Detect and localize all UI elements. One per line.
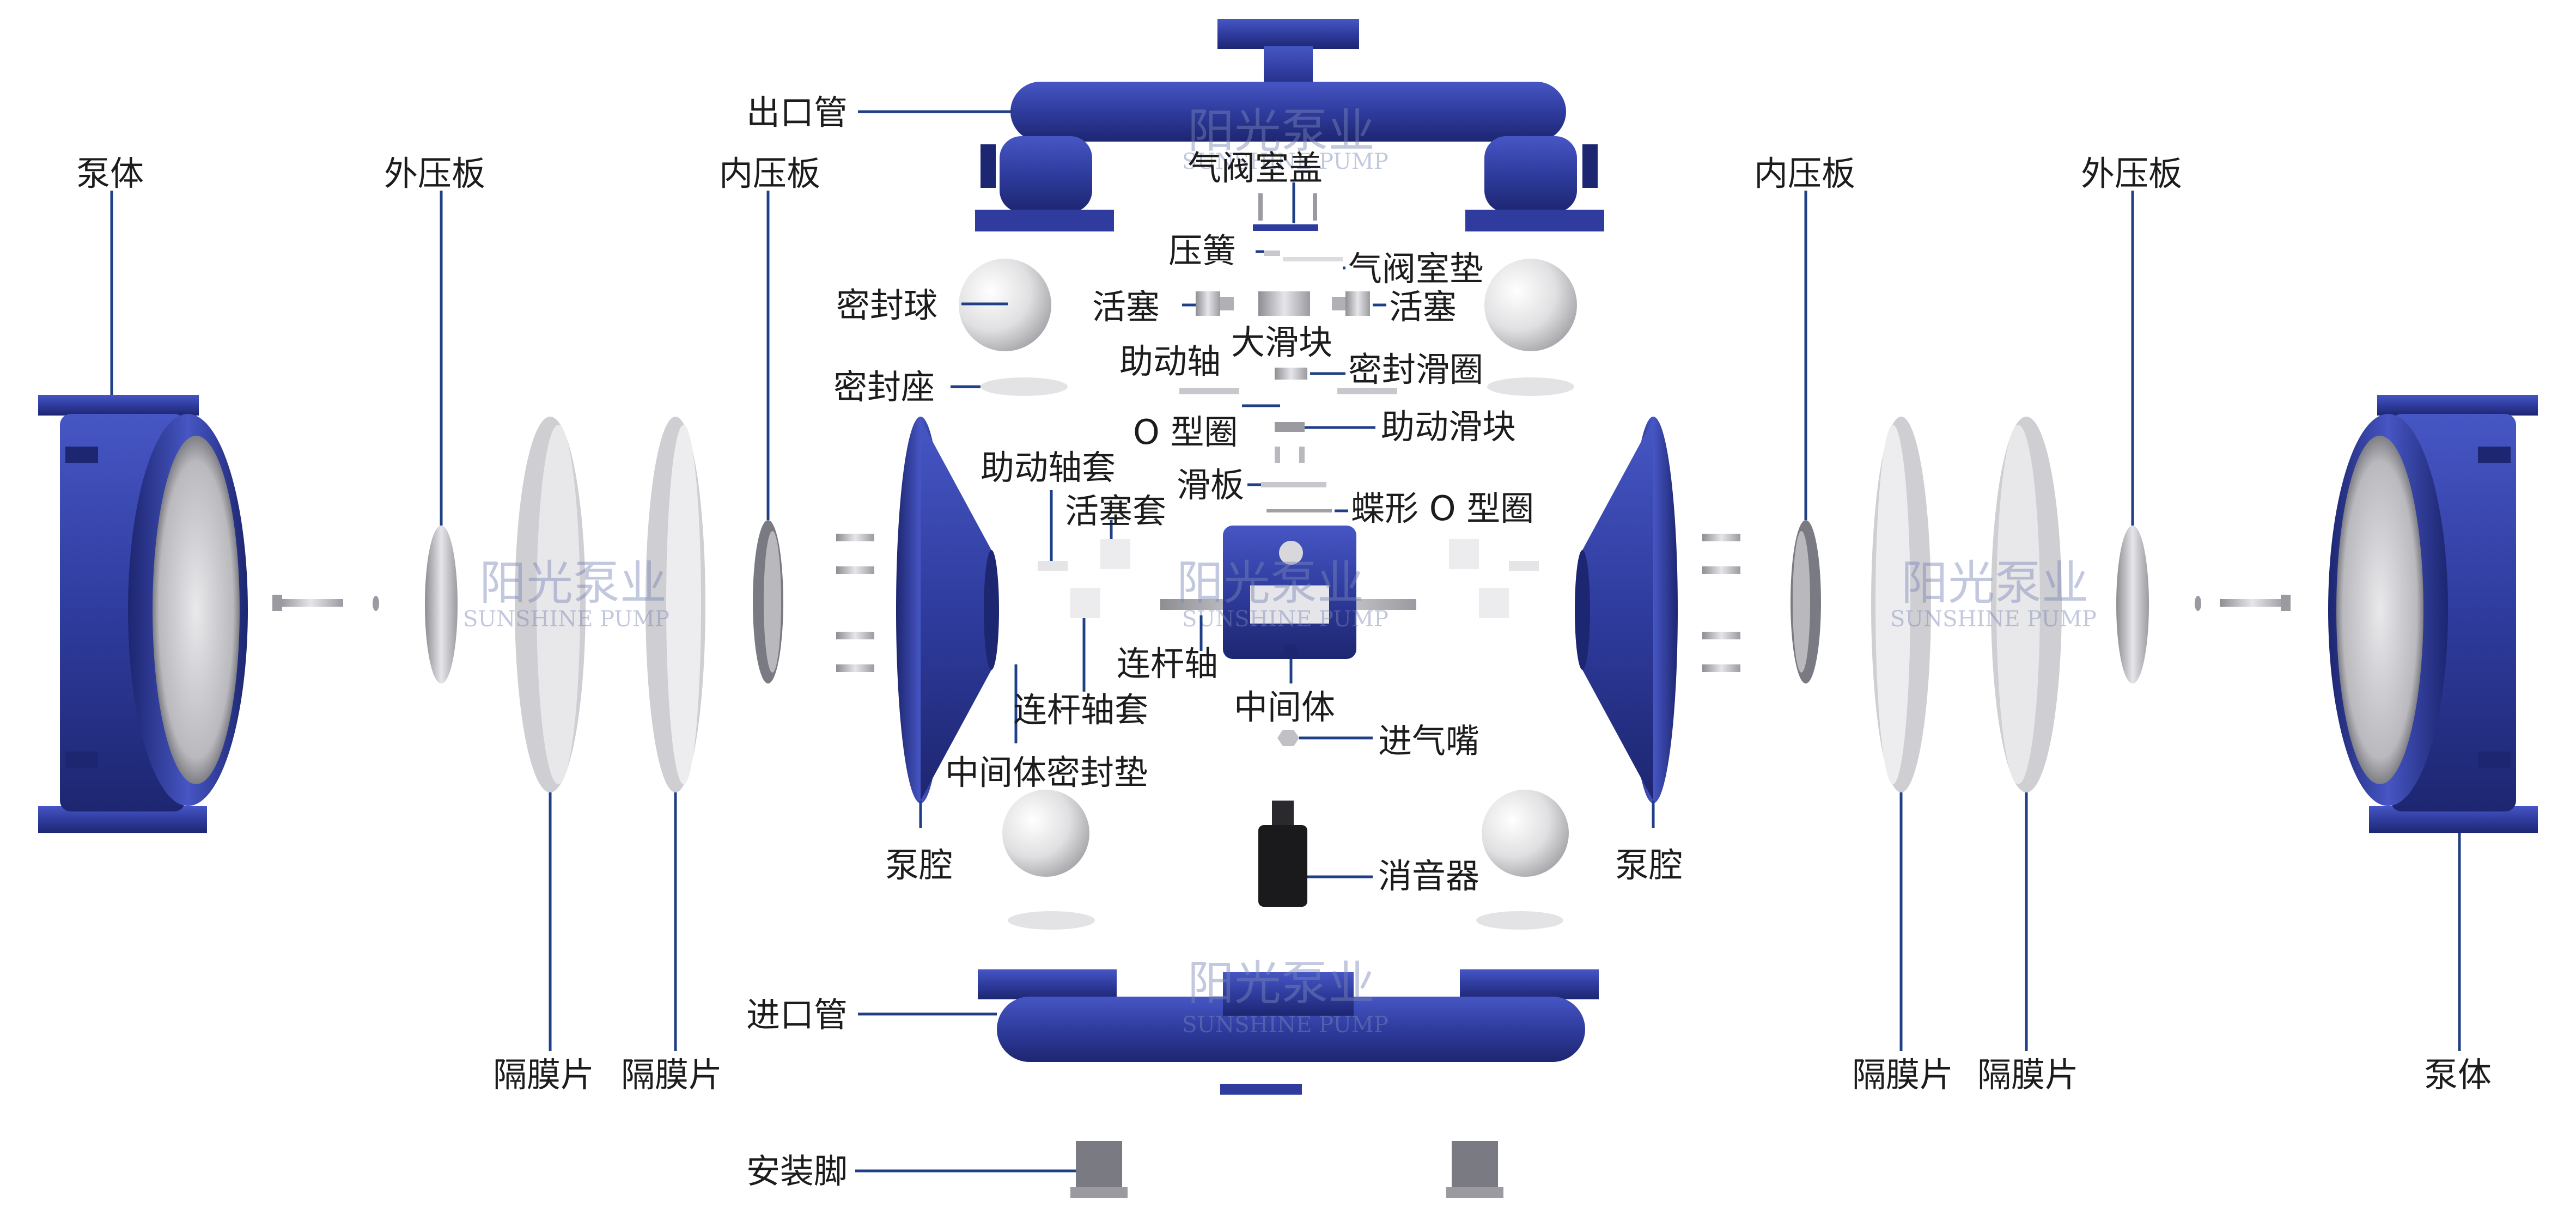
label-spring: 压簧 — [1168, 231, 1236, 271]
label-diaphragm-1: 隔膜片 — [493, 1055, 594, 1095]
label-diaphragm-3: 隔膜片 — [1852, 1055, 1953, 1095]
diaphragm-right-1-part — [1871, 417, 1931, 792]
seal-seat-bottom-left — [1008, 911, 1095, 930]
label-o-ring: O 型圈 — [1133, 412, 1238, 452]
label-piston-right: 活塞 — [1389, 287, 1457, 327]
piston-left-part — [1196, 291, 1234, 316]
seal-seat-top-left — [981, 377, 1068, 396]
seal-seat-top-right — [1487, 377, 1574, 396]
watermark-en-center: SUNSHINE PUMP — [1182, 607, 1389, 632]
assist-sleeve-left — [1038, 561, 1068, 571]
inlet-pipe-part — [978, 969, 1599, 1095]
label-outer-plate-left: 外压板 — [384, 154, 485, 193]
pump-chamber-left-part — [896, 417, 999, 803]
watermark-cn-left: 阳光泵业 — [479, 556, 667, 610]
label-seal-ball: 密封球 — [836, 285, 937, 325]
label-center-body: 中间体 — [1234, 687, 1335, 727]
inner-plate-right-part — [1791, 520, 1821, 683]
watermark-en-bottom: SUNSHINE PUMP — [1182, 1012, 1389, 1037]
label-diaphragm-2: 隔膜片 — [621, 1055, 722, 1095]
diaphragm-left-1-part — [515, 417, 586, 792]
piston-sleeve-right — [1449, 539, 1479, 569]
rod-sleeve-right — [1479, 588, 1509, 618]
label-inner-plate-left: 内压板 — [719, 154, 820, 193]
assist-shaft-right — [1337, 388, 1397, 394]
label-mount-foot: 安装脚 — [746, 1151, 848, 1191]
valve-cover-part — [1253, 193, 1318, 231]
label-pump-chamber-left: 泵腔 — [885, 845, 953, 885]
bolt-left — [272, 595, 379, 611]
diaphragm-left-2-part — [645, 417, 705, 792]
watermark-cn-top: 阳光泵业 — [1187, 104, 1375, 158]
label-inner-plate-right: 内压板 — [1754, 154, 1855, 193]
inner-plate-left-part — [753, 520, 783, 683]
pump-body-left-part — [38, 395, 248, 833]
bolt-right — [2195, 595, 2291, 611]
label-air-inlet: 进气嘴 — [1378, 721, 1479, 761]
label-valve-gasket: 气阀室垫 — [1348, 249, 1483, 289]
pump-body-right-part — [2328, 395, 2538, 833]
label-assist-sleeve: 助动轴套 — [981, 448, 1116, 487]
label-center-gasket: 中间体密封垫 — [945, 753, 1148, 792]
label-valve-cover: 气阀室盖 — [1187, 148, 1323, 188]
mount-foot-right — [1446, 1141, 1503, 1198]
label-pump-body-left: 泵体 — [76, 154, 144, 193]
label-muffler: 消音器 — [1378, 856, 1479, 896]
label-big-slider: 大滑块 — [1231, 322, 1332, 362]
label-seal-seat: 密封座 — [833, 367, 935, 407]
muffler-part — [1258, 801, 1307, 907]
chamber-bolts-left — [836, 534, 874, 672]
seal-ball-bottom-left — [1002, 790, 1089, 877]
label-piston-left: 活塞 — [1092, 287, 1160, 327]
piston-sleeve-left — [1100, 539, 1130, 569]
label-piston-sleeve: 活塞套 — [1065, 491, 1166, 531]
watermark-cn-right: 阳光泵业 — [1901, 556, 2088, 610]
seal-seat-bottom-right — [1476, 911, 1563, 930]
watermark-en-top: SUNSHINE PUMP — [1182, 149, 1389, 174]
label-diaphragm-4: 隔膜片 — [1977, 1055, 2079, 1095]
outer-plate-left-part — [425, 526, 458, 683]
label-outer-plate-right: 外压板 — [2081, 154, 2182, 193]
label-slide-plate: 滑板 — [1177, 465, 1244, 505]
big-slider-part — [1258, 291, 1310, 316]
label-rod-shaft: 连杆轴 — [1117, 644, 1218, 683]
label-pump-body-right: 泵体 — [2424, 1055, 2492, 1095]
assist-slider-part — [1275, 422, 1305, 463]
watermark-cn-center: 阳光泵业 — [1177, 556, 1364, 610]
label-rod-sleeve: 连杆轴套 — [1013, 690, 1148, 730]
label-inlet-pipe: 进口管 — [746, 995, 848, 1035]
seal-ball-bottom-right — [1482, 790, 1569, 877]
label-pump-chamber-right: 泵腔 — [1615, 845, 1683, 885]
center-body-part — [1223, 526, 1356, 659]
label-butterfly-o-ring: 蝶形 O 型圈 — [1351, 489, 1534, 528]
valve-gasket-part — [1283, 257, 1343, 261]
slide-plate-part — [1261, 482, 1326, 487]
watermark-en-right: SUNSHINE PUMP — [1890, 607, 2097, 632]
watermark-en-left: SUNSHINE PUMP — [463, 607, 669, 632]
assist-sleeve-right — [1509, 561, 1539, 571]
seal-ring-part — [1275, 368, 1307, 380]
labels: 泵体 外压板 内压板 出口管 气阀室盖 压簧 气阀室垫 密封球 活塞 活塞 大滑… — [76, 93, 2492, 1191]
watermark-cn-bottom: 阳光泵业 — [1187, 956, 1375, 1011]
label-outlet-pipe: 出口管 — [746, 93, 848, 132]
outer-plate-right-part — [2116, 526, 2149, 683]
label-assist-slider: 助动滑块 — [1381, 407, 1516, 447]
label-seal-ring: 密封滑圈 — [1348, 350, 1483, 389]
assist-shaft-left — [1179, 388, 1239, 394]
label-assist-shaft: 助动轴 — [1119, 341, 1221, 381]
piston-right-part — [1332, 291, 1370, 316]
chamber-bolts-right — [1702, 534, 1740, 672]
butterfly-o-ring-part — [1266, 509, 1332, 512]
diaphragm-right-2-part — [1991, 417, 2062, 792]
rod-sleeve-left — [1070, 588, 1100, 618]
seal-ball-top-right — [1484, 259, 1577, 351]
spring-part — [1264, 251, 1280, 256]
outlet-pipe-part — [975, 19, 1604, 231]
air-inlet-part — [1277, 730, 1299, 746]
pump-chamber-right-part — [1575, 417, 1678, 803]
mount-foot-left — [1070, 1141, 1128, 1198]
leader-lines — [110, 110, 2461, 1173]
